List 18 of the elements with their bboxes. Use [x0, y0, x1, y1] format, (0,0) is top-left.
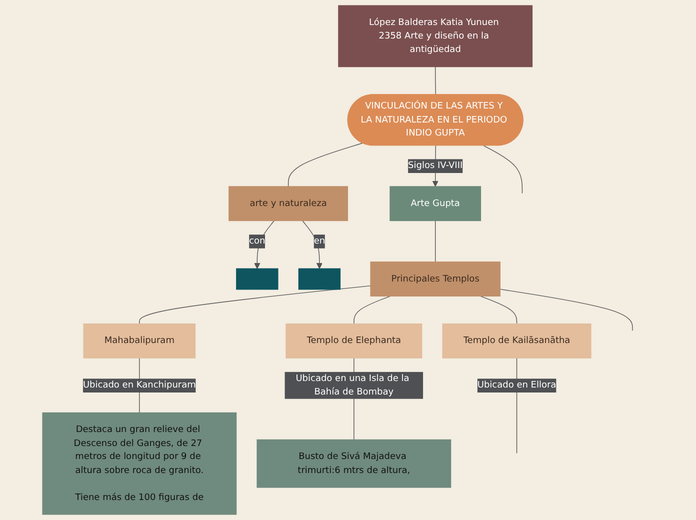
edge-label: Siglos IV-VIII [408, 159, 463, 173]
topic-box: Principales Templos [370, 262, 501, 296]
topic-box: Templo de Kailāsanātha [442, 323, 592, 358]
topic-box: Destaca un gran relieve del Descenso del Ganges, de 27 metros de longitud por 9 de altura sobre roca de granito. Tiene más de 100 figuras de [42, 412, 237, 515]
topic-box: Mahabalipuram [83, 323, 196, 358]
topic-box: Busto de Sivá Majadeva trimurti:6 mtrs de altura, [256, 439, 452, 488]
edge-label: Ubicado en Ellora [477, 378, 556, 392]
topic-box: arte y naturaleza [228, 186, 348, 222]
topic-box: López Balderas Katia Yunuen 2358 Arte y diseño en la antigüedad [338, 5, 533, 68]
cropped-box [298, 268, 341, 290]
edge-label: en [314, 234, 326, 248]
topic-box: Arte Gupta [390, 186, 482, 222]
topic-box: Templo de Elephanta [286, 323, 422, 358]
edge-label: Ubicado en una Isla de la Bahía de Bombay [284, 372, 424, 399]
cropped-box [236, 268, 278, 290]
edge-label: con [249, 234, 266, 248]
topic-ellipse: VINCULACIÓN DE LAS ARTES Y LA NATURALEZA EN EL PERIODO INDIO GUPTA [347, 94, 524, 146]
edge-label: Ubicado en Kanchipuram [83, 378, 196, 392]
